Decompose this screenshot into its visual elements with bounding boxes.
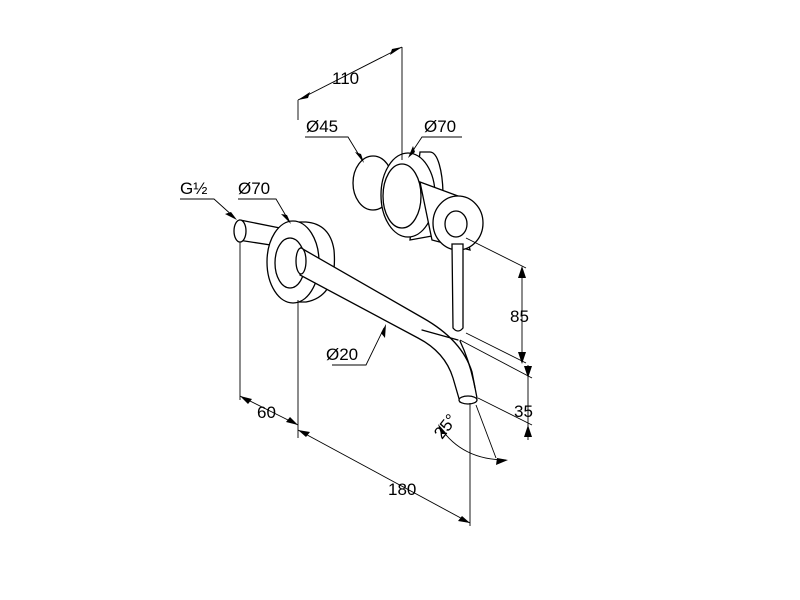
label-angle: 25° <box>430 410 461 442</box>
label-rosette-large-rear: Ø70 <box>424 117 456 136</box>
label-thread-length: 60 <box>257 403 276 422</box>
label-spout-length: 180 <box>388 480 416 499</box>
label-thread: G½ <box>180 179 207 198</box>
dimension-labels: 110 Ø45 Ø70 G½ Ø70 Ø20 85 35 25° 60 180 <box>180 69 533 499</box>
dimension-lines <box>180 46 533 526</box>
spout-unit <box>233 219 478 405</box>
label-spout-drop: 35 <box>514 402 533 421</box>
label-rosette-large-front: Ø70 <box>238 179 270 198</box>
control-unit <box>352 151 484 332</box>
label-rosette-small: Ø45 <box>306 117 338 136</box>
label-spout-diameter: Ø20 <box>326 345 358 364</box>
label-top-depth: 110 <box>332 69 359 88</box>
label-lever-height: 85 <box>510 307 529 326</box>
